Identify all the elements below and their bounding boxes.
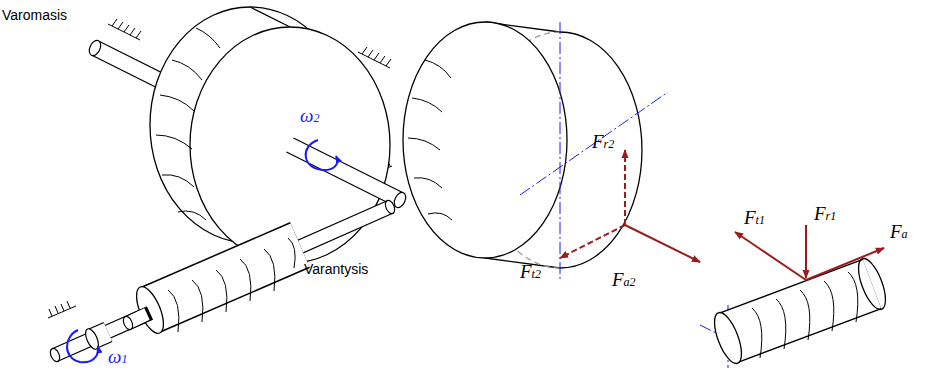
force-label: Fa [890,222,908,241]
force-arrows [560,150,884,280]
force-label: Ft2 [520,262,541,281]
wheel-outline [403,22,642,268]
part-name: Varantysis [304,262,368,276]
part-name: Varomasis [2,8,67,22]
angular-velocity: ω1 [108,347,127,366]
force-label: Ft1 [744,208,765,227]
force-label: Fa2 [612,270,636,289]
angular-velocity: ω2 [300,106,319,125]
force-label: Fr1 [814,204,836,223]
force-label: Fr2 [592,132,614,151]
